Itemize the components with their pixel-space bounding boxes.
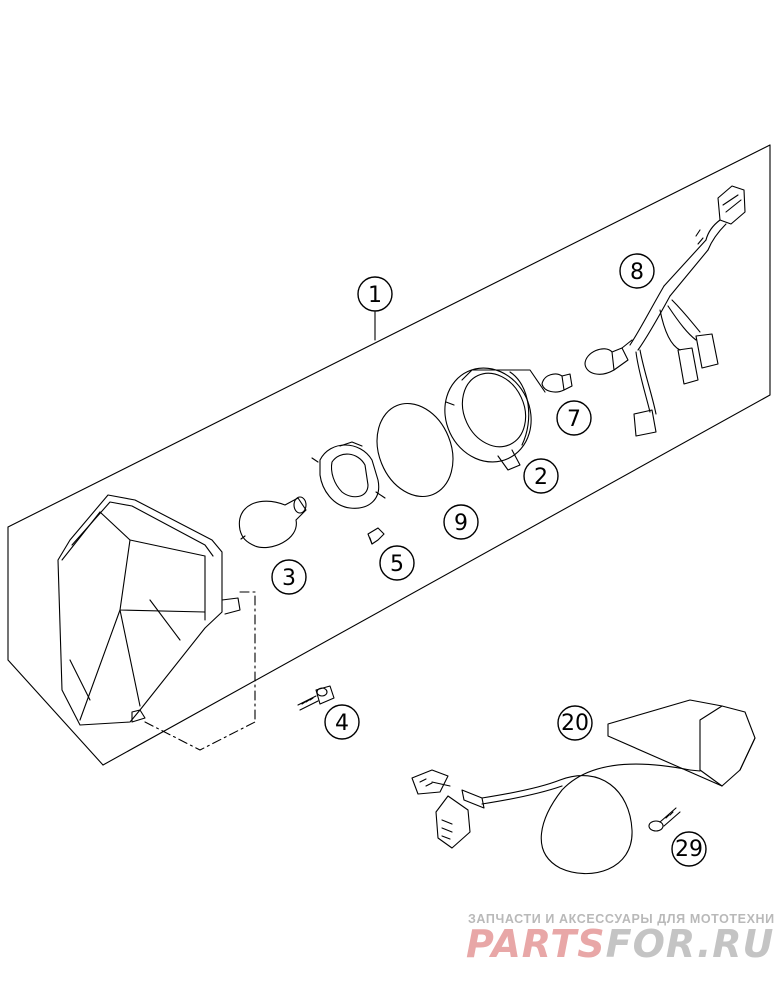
callout-label-29: 29 (675, 837, 703, 862)
callout-label-20: 20 (561, 711, 589, 736)
parking-bulb-part-7 (541, 373, 573, 393)
callout-group: 1 2 3 4 5 7 8 9 20 29 (271, 253, 707, 867)
bulb-holder (311, 441, 386, 509)
callout-label-4: 4 (335, 711, 349, 736)
callout-label-1: 1 (368, 283, 382, 308)
callout-label-8: 8 (630, 260, 644, 285)
callout-29: 29 (671, 831, 707, 867)
bulb-part-3 (238, 496, 307, 548)
watermark-logo: PARTSFOR.RU (466, 922, 774, 966)
callout-circle-1 (357, 276, 393, 312)
callout-circle-20 (557, 705, 593, 741)
callout-8: 8 (619, 253, 655, 289)
callout-label-2: 2 (534, 465, 548, 490)
callout-circle-7 (556, 400, 592, 436)
callout-label-3: 3 (282, 566, 296, 591)
callout-circle-9 (443, 504, 479, 540)
watermark-logo-part1: PARTS (466, 922, 606, 966)
watermark-tagline: ЗАПЧАСТИ И АКСЕССУАРЫ ДЛЯ МОТОТЕХНИКИ (468, 912, 775, 926)
callout-circle-8 (619, 253, 655, 289)
screw-part-29 (648, 807, 681, 832)
callout-3: 3 (271, 559, 307, 595)
mounting-dash-lines (144, 591, 256, 751)
bolt-part-4 (297, 685, 335, 711)
clip-part-5 (367, 527, 385, 545)
watermark-logo-part2: FOR.RU (605, 922, 775, 966)
callout-circle-2 (523, 458, 559, 494)
callout-label-5: 5 (390, 552, 404, 577)
callout-label-7: 7 (567, 407, 581, 432)
wiring-harness-part-8 (584, 185, 746, 437)
callout-label-9: 9 (454, 511, 468, 536)
callout-4: 4 (324, 704, 360, 740)
callout-circle-29 (671, 831, 707, 867)
callout-20: 20 (557, 705, 593, 741)
callout-5: 5 (379, 545, 415, 581)
callout-2: 2 (523, 458, 559, 494)
callout-7: 7 (556, 400, 592, 436)
callout-1: 1 (357, 276, 393, 312)
assembly-frame (7, 144, 771, 766)
plate-part-20 (607, 699, 756, 787)
headlight-mask (57, 494, 241, 726)
callout-circle-3 (271, 559, 307, 595)
lens-part-9 (376, 402, 454, 498)
callout-circle-4 (324, 704, 360, 740)
cable-harness (411, 763, 701, 875)
callout-9: 9 (443, 504, 479, 540)
callout-circle-5 (379, 545, 415, 581)
reflector-part-2 (444, 367, 546, 471)
